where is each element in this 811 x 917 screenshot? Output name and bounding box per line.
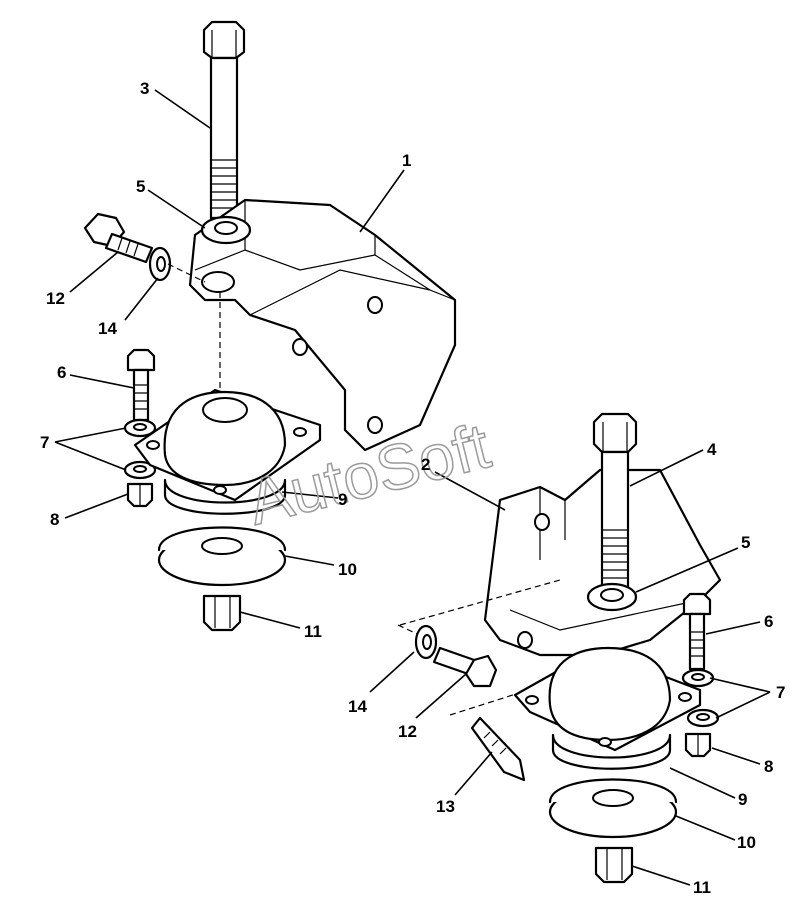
leader-lines (54, 89, 771, 886)
callout-2: 2 (421, 455, 430, 474)
callout-11-left: 11 (304, 622, 322, 641)
washer-10-left (157, 526, 287, 587)
callout-4: 4 (707, 440, 717, 459)
washers-7-left (123, 418, 157, 480)
bolt-12-right (432, 646, 498, 688)
callout-9-right: 9 (738, 790, 747, 809)
callout-12-left: 12 (46, 289, 65, 308)
callout-6-left: 6 (57, 363, 66, 382)
callout-8-left: 8 (50, 510, 59, 529)
callout-3: 3 (140, 79, 149, 98)
rubber-mount-right (513, 646, 702, 770)
callout-10-left: 10 (338, 560, 357, 579)
callout-9-left: 9 (338, 490, 347, 509)
callout-11-right: 11 (693, 878, 711, 897)
callout-labels: 1 2 3 4 5 5 6 6 7 7 8 8 9 9 10 10 11 11 … (40, 79, 785, 897)
washer-5-right (586, 582, 638, 612)
nut-8-left (126, 482, 154, 508)
callout-1: 1 (402, 151, 411, 170)
washers-7-right (681, 668, 720, 728)
callout-13: 13 (436, 797, 455, 816)
nut-11-right (594, 846, 634, 884)
washer-10-right (548, 778, 678, 839)
bolt-12-left (83, 212, 154, 264)
washer-5-left (200, 215, 252, 245)
callout-7-right: 7 (776, 683, 785, 702)
bolt-4 (592, 412, 638, 589)
callout-14-right: 14 (348, 697, 367, 716)
callout-12-right: 12 (398, 722, 417, 741)
nut-11-left (202, 594, 242, 632)
bolt-3 (202, 20, 246, 220)
rubber-mount-left (133, 388, 322, 515)
bolt-6-right (682, 592, 712, 671)
callout-14-left: 14 (98, 319, 117, 338)
callout-7-left: 7 (40, 433, 49, 452)
washer-14-right (414, 624, 438, 660)
callout-8-right: 8 (764, 757, 773, 776)
bolt-6-left (126, 348, 156, 422)
washer-14-left (148, 246, 172, 282)
bracket-1 (188, 198, 457, 452)
screw-13 (470, 716, 526, 782)
nut-8-right (684, 732, 712, 758)
callout-5-right: 5 (741, 533, 750, 552)
callout-6-right: 6 (764, 612, 773, 631)
callout-10-right: 10 (737, 833, 756, 852)
callout-5-left: 5 (136, 177, 145, 196)
